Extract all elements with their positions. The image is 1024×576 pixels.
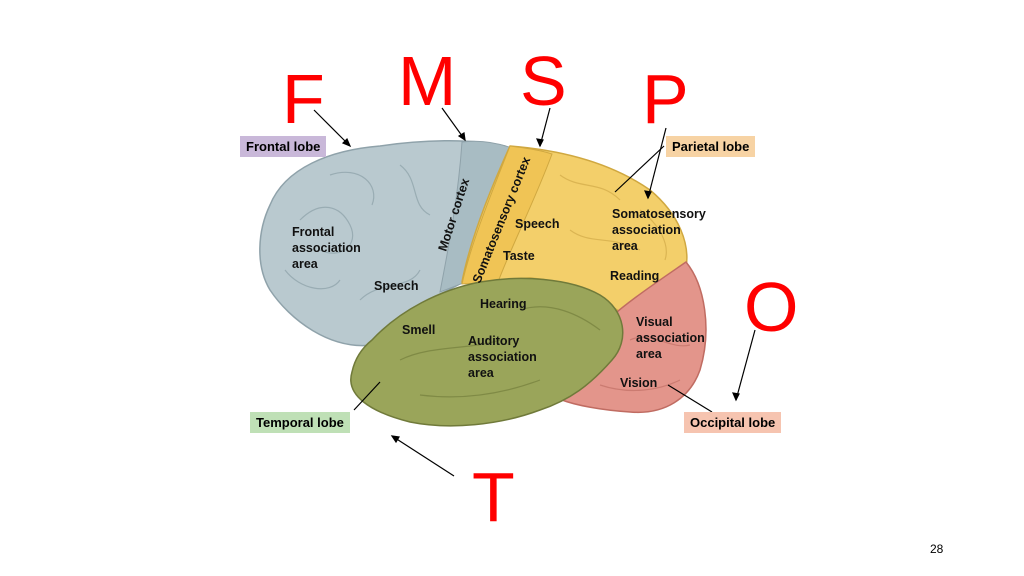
label-somato-assoc-2: association — [612, 223, 681, 237]
label-auditory-1: Auditory — [468, 334, 519, 348]
label-somato-assoc-1: Somatosensory — [612, 207, 706, 221]
label-hearing: Hearing — [480, 297, 527, 311]
page-number: 28 — [930, 542, 944, 556]
label-auditory-2: association — [468, 350, 537, 364]
temporal-lobe-region — [350, 277, 624, 427]
label-vision: Vision — [620, 376, 657, 390]
label-reading: Reading — [610, 269, 659, 283]
letter-motor: M — [398, 42, 457, 120]
label-speech-frontal: Speech — [374, 279, 418, 293]
label-visual-3: area — [636, 347, 663, 361]
occipital-lobe-tag: Occipital lobe — [684, 412, 782, 433]
label-speech-parietal: Speech — [515, 217, 559, 231]
letter-parietal: P — [642, 60, 689, 138]
parietal-lobe-tag: Parietal lobe — [666, 136, 756, 157]
letter-occipital: O — [744, 268, 799, 346]
label-visual-2: association — [636, 331, 705, 345]
letter-sensory: S — [520, 42, 567, 120]
pointer-lines — [313, 107, 756, 477]
temporal-lobe-tag: Temporal lobe — [250, 412, 350, 433]
label-smell: Smell — [402, 323, 435, 337]
letter-frontal: F — [282, 60, 325, 138]
letter-temporal: T — [472, 458, 515, 536]
label-auditory-3: area — [468, 366, 495, 380]
label-somato-assoc-3: area — [612, 239, 639, 253]
frontal-lobe-tag: Frontal lobe — [240, 136, 327, 157]
label-frontal-association-2: association — [292, 241, 361, 255]
gyri-texture — [284, 164, 691, 398]
label-frontal-association-3: area — [292, 257, 319, 271]
label-frontal-association-1: Frontal — [292, 225, 334, 239]
label-taste: Taste — [503, 249, 535, 263]
label-visual-1: Visual — [636, 315, 673, 329]
somatosensory-cortex-region — [461, 145, 553, 285]
